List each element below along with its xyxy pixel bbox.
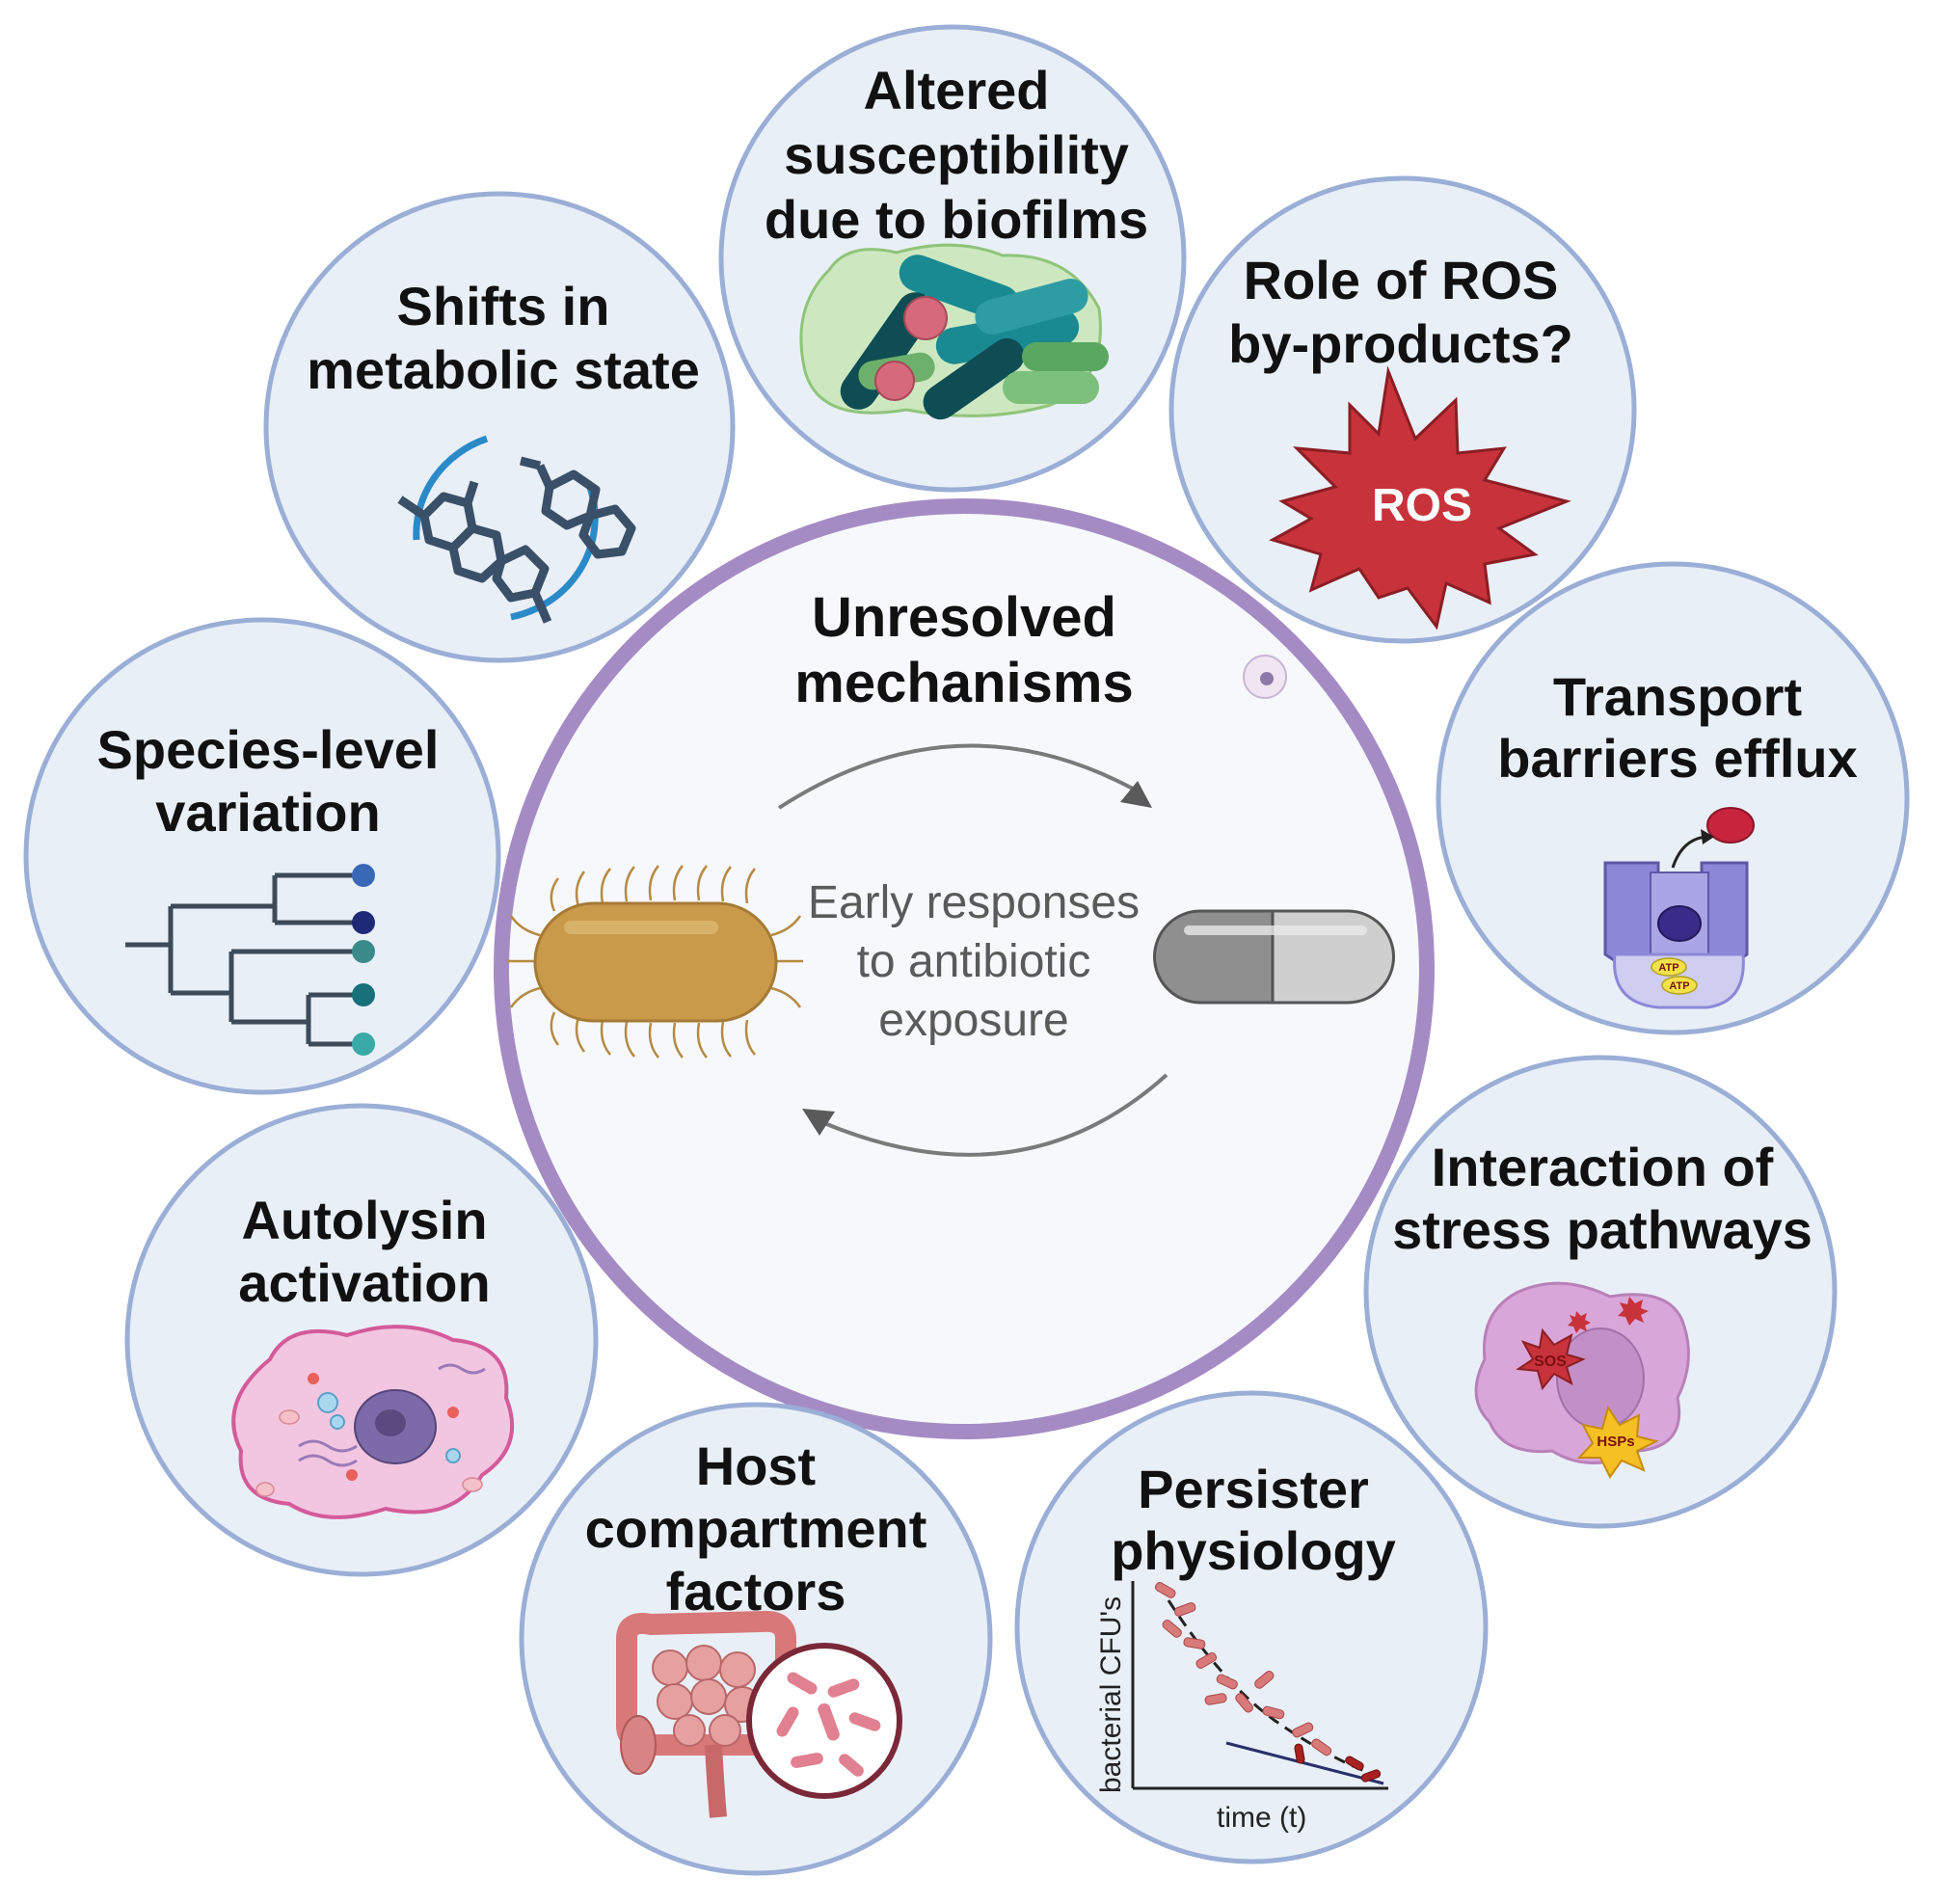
persister-ylabel: bacterial CFU's — [1095, 1596, 1127, 1793]
center-circle — [494, 498, 1435, 1439]
satellite-ros: Role of ROS by-products? ROS — [1168, 175, 1637, 644]
atp-label-1: ATP — [1658, 962, 1678, 974]
arrow-bottom-curve — [823, 1073, 1168, 1157]
satellite-metabolic-title-1: Shifts in — [397, 276, 610, 336]
satellite-biofilms: Altered susceptibility due to biofilms — [718, 24, 1187, 493]
satellite-persister-title-1: Persister — [1138, 1459, 1369, 1519]
satellite-species-circle — [23, 617, 501, 1095]
sos-label: SOS — [1534, 1354, 1567, 1370]
satellite-biofilms-title-3: due to biofilms — [765, 189, 1148, 250]
microscope-zoom-icon — [746, 1643, 902, 1799]
satellite-persister-title-2: physiology — [1111, 1520, 1396, 1581]
center-subtitle-line2: to antibiotic — [857, 936, 1091, 987]
hsps-label: HSPs — [1597, 1434, 1634, 1450]
antibiotic-pill-icon — [1153, 909, 1395, 1005]
satellite-autolysin-title-2: activation — [238, 1252, 490, 1313]
satellite-transport-title-2: barriers efflux — [1497, 728, 1858, 789]
stressed-cell-icon: SOS HSPs — [1474, 1281, 1690, 1479]
center-subtitle-line3: exposure — [878, 995, 1068, 1046]
satellite-stress: Interaction of stress pathways SOS HSPs — [1363, 1055, 1838, 1529]
phylogenetic-tree-icon — [125, 864, 375, 1056]
arrow-top-curve — [777, 743, 1134, 810]
host-cell-icon — [231, 1325, 515, 1519]
satellite-autolysin: Autolysin activation — [124, 1103, 599, 1577]
satellite-ros-title-1: Role of ROS — [1244, 250, 1559, 310]
satellite-host: Host compartment factors — [519, 1402, 993, 1876]
satellite-transport: Transport barriers efflux ATP ATP — [1436, 561, 1910, 1035]
satellite-transport-circle — [1436, 561, 1910, 1035]
ros-burst-icon: ROS — [1269, 365, 1571, 630]
center-title-line1: Unresolved — [812, 586, 1116, 649]
satellite-transport-title-1: Transport — [1553, 666, 1802, 727]
satellite-stress-title-1: Interaction of — [1432, 1137, 1774, 1197]
satellite-biofilms-title-1: Altered — [864, 60, 1050, 121]
small-cell-icon — [1243, 655, 1287, 699]
atp-label-2: ATP — [1669, 980, 1689, 992]
satellite-metabolic-title-2: metabolic state — [307, 339, 700, 400]
satellite-metabolic-circle — [263, 191, 736, 663]
satellite-biofilms-title-2: susceptibility — [784, 124, 1129, 185]
center-node: Unresolved mechanisms Early responses to… — [494, 498, 1435, 1439]
satellite-metabolic: Shifts in metabolic state — [263, 191, 736, 663]
satellite-stress-title-2: stress pathways — [1392, 1199, 1812, 1260]
satellite-autolysin-title-1: Autolysin — [241, 1190, 487, 1250]
satellite-species: Species-level variation — [23, 617, 501, 1095]
arrow-top-head-icon — [1120, 781, 1152, 808]
satellite-species-title-2: variation — [155, 782, 380, 843]
center-title-line2: mechanisms — [794, 652, 1133, 714]
bacterium-icon — [508, 865, 803, 1059]
satellite-host-title-1: Host — [696, 1435, 816, 1496]
satellite-species-title-1: Species-level — [97, 719, 440, 780]
satellite-host-title-2: compartment — [585, 1498, 927, 1559]
molecule-icon — [397, 435, 636, 624]
biofilm-icon — [799, 243, 1109, 420]
ros-badge-label: ROS — [1372, 480, 1472, 531]
efflux-pump-icon: ATP ATP — [1603, 807, 1755, 1009]
persister-xlabel: time (t) — [1217, 1802, 1306, 1834]
persister-kill-curve-icon: bacterial CFU's time (t) — [1095, 1581, 1388, 1834]
center-subtitle-line1: Early responses — [808, 877, 1140, 928]
satellite-ros-title-2: by-products? — [1228, 313, 1573, 374]
satellite-persister: Persister physiology bacterial CFU's tim… — [1014, 1390, 1489, 1864]
arrow-bottom-head-icon — [802, 1109, 835, 1136]
